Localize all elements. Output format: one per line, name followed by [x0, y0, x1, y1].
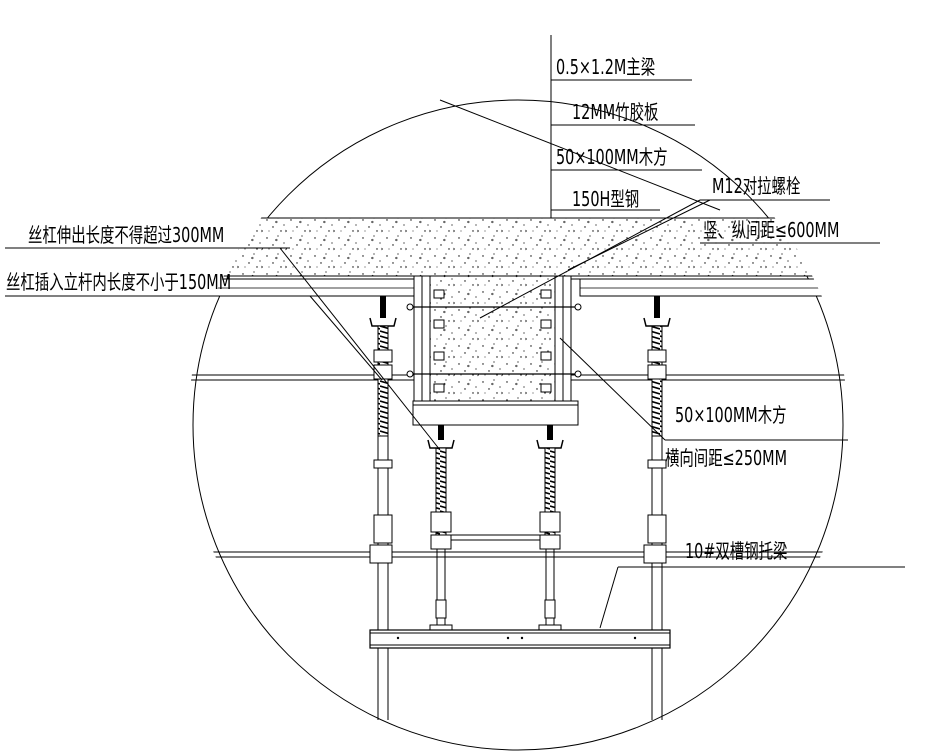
label-timber-top: 50×100MM木方 — [556, 145, 668, 169]
channel-steel-beam — [369, 629, 671, 649]
label-plywood: 12MM竹胶板 — [572, 100, 659, 124]
tie-bolts — [406, 303, 582, 378]
left-timber-block — [209, 278, 416, 297]
label-screw-insertion: 丝杠插入立杆内长度不小于150MM — [6, 270, 232, 294]
label-bolt-spacing: 竖、纵间距≤600MM — [703, 218, 840, 242]
screw-jack-left — [369, 296, 397, 564]
label-channel-beam: 10#双槽钢托梁 — [685, 539, 788, 563]
screw-jack-inner-right — [536, 425, 564, 638]
leader-lines — [5, 35, 905, 629]
main-beam — [429, 275, 556, 402]
label-bolt-name: M12对拉螺栓 — [712, 174, 801, 198]
label-main-beam: 0.5×1.2M主梁 — [556, 55, 656, 79]
concrete-slab — [188, 218, 848, 276]
side-timbers — [433, 289, 552, 393]
label-h-steel: 150H型钢 — [572, 187, 640, 211]
label-timber-spacing: 横向间距≤250MM — [665, 446, 788, 470]
screw-jack-right — [643, 296, 671, 564]
screw-jack-inner-left — [427, 425, 455, 638]
detail-circle — [192, 99, 844, 751]
right-timber-block — [579, 278, 841, 297]
label-screw-extension: 丝杠伸出长度不得超过300MM — [28, 223, 225, 247]
label-timber-side: 50×100MM木方 — [675, 403, 787, 427]
